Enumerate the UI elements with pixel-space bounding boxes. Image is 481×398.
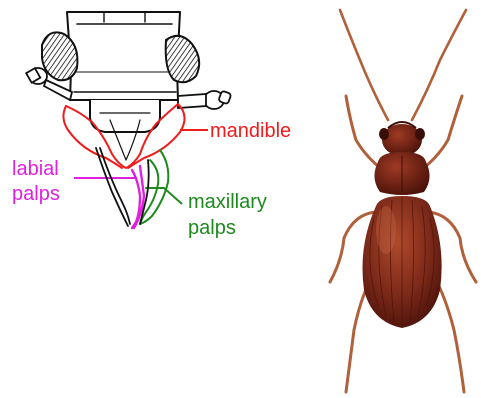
label-mandible: mandible: [210, 120, 291, 142]
head-capsule: [67, 12, 180, 100]
label-maxillary-line1: maxillary: [188, 191, 267, 213]
beetle-head: [382, 124, 422, 156]
label-labial-line2: palps: [12, 183, 60, 205]
head-line-drawing: [67, 12, 180, 160]
label-maxillary-line2: palps: [188, 217, 236, 239]
beetle-antennae: [340, 10, 466, 120]
compound-eye-right: [166, 36, 200, 82]
maxillary-palps: [140, 150, 168, 224]
beetle-photo: [330, 10, 476, 392]
label-labial-line1: labial: [12, 158, 59, 180]
maxillary-leader-line: [164, 188, 182, 204]
labrum: [90, 100, 160, 132]
antenna-base-right: [178, 91, 231, 109]
